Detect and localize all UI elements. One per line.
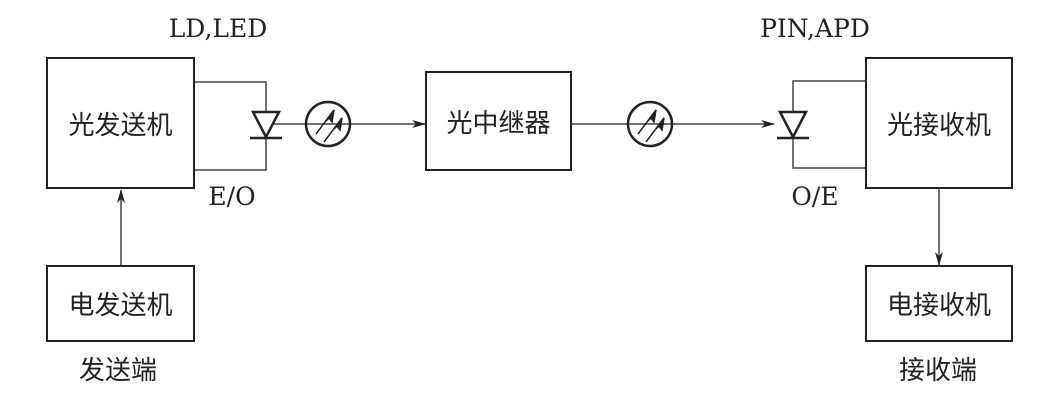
optical-transmitter-box: 光发送机 [46,57,195,189]
optical-fiber-icon [304,100,352,148]
oe-label: O/E [791,182,839,211]
photodiode-icon [777,110,809,140]
receive-end-label: 接收端 [898,356,978,386]
optical-receiver-box: 光接收机 [865,57,1013,189]
led-diode-icon [250,110,282,140]
electrical-receiver-box: 电接收机 [865,265,1013,342]
optical-fiber-icon [626,100,674,148]
detector-label: PIN,APD [760,14,870,43]
electrical-transmitter-box: 电发送机 [46,265,195,342]
eo-bracket [194,81,267,171]
send-end-label: 发送端 [78,356,158,386]
optical-repeater-box: 光中继器 [425,71,572,171]
source-label: LD,LED [168,14,268,43]
eo-label: E/O [208,182,256,211]
oe-bracket [792,80,866,169]
